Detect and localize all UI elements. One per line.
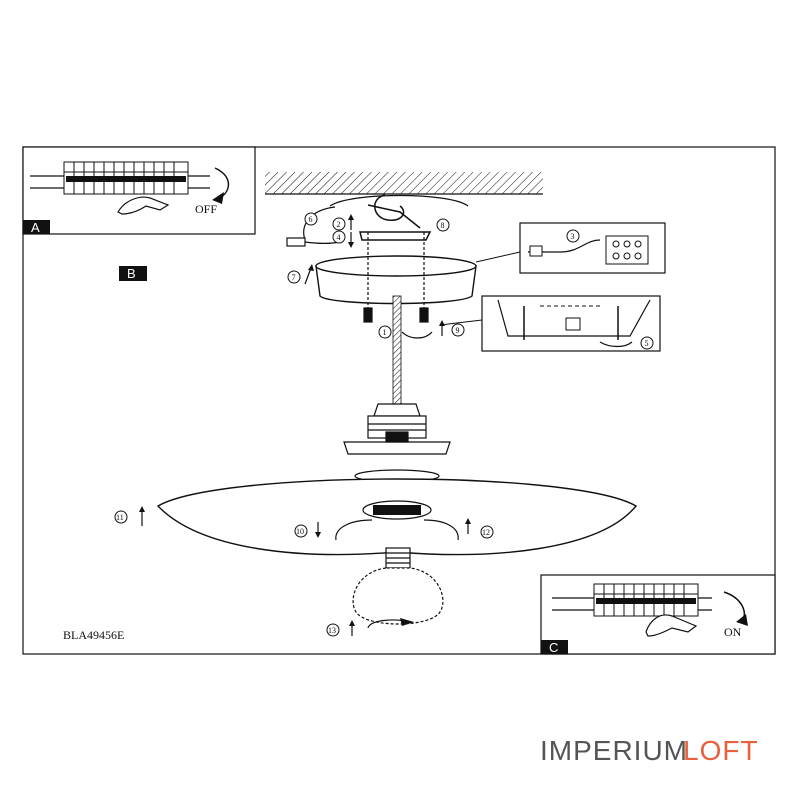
panel-b-letter: B — [127, 266, 136, 281]
canopy-screws — [363, 232, 429, 323]
panel-a: A OFF — [22, 146, 256, 235]
inset-fixing: 5 — [439, 295, 661, 352]
svg-text:IMPERIUM: IMPERIUM — [540, 735, 688, 766]
light-bulb — [352, 547, 444, 625]
step-marker-11: 11 — [114, 506, 145, 526]
panel-a-letter: A — [31, 220, 40, 235]
supply-wire — [286, 206, 341, 247]
switch-state-on: ON — [724, 625, 742, 639]
lamp-shade — [156, 478, 638, 556]
panel-a-tag — [23, 220, 50, 234]
svg-text:5: 5 — [645, 339, 649, 348]
canopy — [315, 255, 477, 305]
model-code: BLA49456E — [63, 628, 124, 642]
svg-text:9: 9 — [456, 326, 460, 335]
svg-text:1: 1 — [383, 328, 387, 337]
svg-text:11: 11 — [116, 513, 124, 522]
terminal-block-c — [552, 583, 712, 617]
svg-text:4: 4 — [337, 233, 341, 242]
ceiling — [265, 172, 543, 195]
mounting-hook-icon — [359, 194, 432, 241]
step-marker-10: 10 — [294, 519, 373, 541]
svg-text:7: 7 — [292, 273, 296, 282]
svg-text:6: 6 — [309, 215, 313, 224]
diagram-frame — [22, 146, 776, 655]
svg-text:13: 13 — [328, 626, 336, 635]
watermark-logo: IMPERIUM LOFT — [540, 735, 759, 766]
step-marker-7: 7 — [287, 264, 314, 285]
panel-c-tag — [541, 640, 568, 654]
step-marker-13: 13 — [326, 618, 414, 637]
mounting-plate — [329, 194, 469, 207]
lamp-holder — [343, 403, 451, 483]
svg-text:3: 3 — [571, 232, 575, 241]
hand-c — [645, 614, 698, 637]
inset-wiring: 3 — [475, 222, 666, 274]
step-marker-12: 12 — [423, 518, 494, 541]
panel-c: C ON — [540, 574, 776, 655]
panel-b-tag — [119, 266, 147, 281]
svg-text:12: 12 — [482, 528, 490, 537]
step-marker-6: 6 — [304, 212, 318, 226]
svg-text:8: 8 — [441, 221, 445, 230]
step-marker-9: 9 — [401, 320, 465, 339]
svg-text:2: 2 — [337, 220, 341, 229]
svg-text:10: 10 — [296, 527, 304, 536]
step-marker-8: 8 — [436, 218, 450, 232]
suspension-cord — [392, 295, 402, 407]
svg-text:LOFT: LOFT — [683, 735, 759, 766]
terminal-block-a — [30, 161, 210, 195]
step-marker-4: 4 — [332, 230, 354, 248]
switch-state-off: OFF — [195, 202, 217, 216]
step-marker-2: 2 — [332, 214, 354, 231]
hand-a — [117, 196, 170, 215]
panel-c-letter: C — [549, 640, 558, 655]
